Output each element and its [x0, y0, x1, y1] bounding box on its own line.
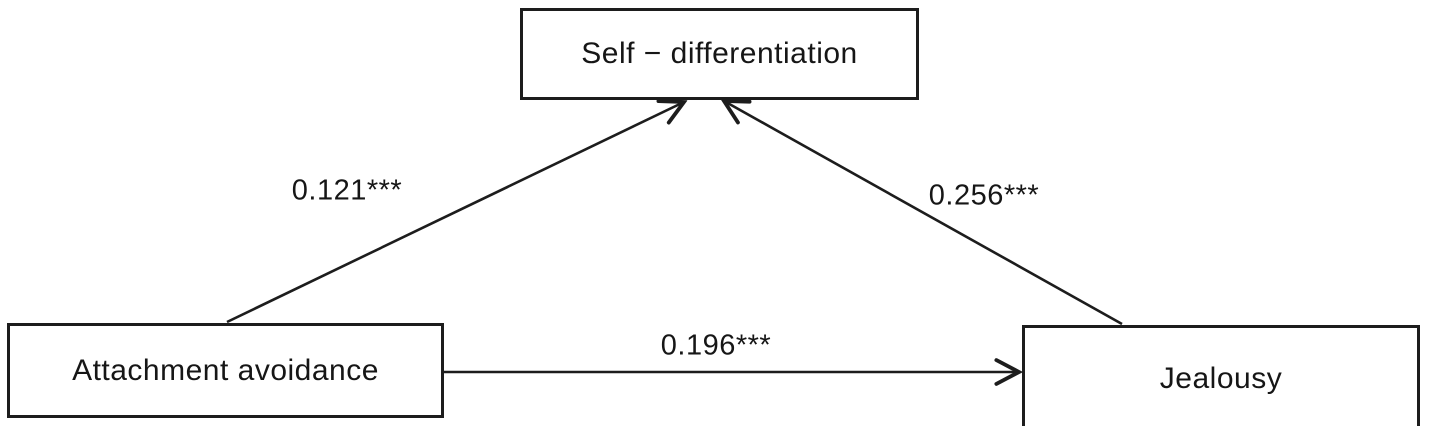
node-jealousy: Jealousy [1022, 325, 1420, 426]
edge-coefficient-attachment-to-self: 0.121*** [291, 174, 403, 207]
node-self-differentiation: Self − differentiation [520, 8, 919, 100]
node-jealousy-label: Jealousy [1159, 361, 1283, 395]
arrow-attachment-to-self [226, 102, 684, 324]
node-self-differentiation-label: Self − differentiation [581, 37, 858, 70]
node-attachment-avoidance-label: Attachment avoidance [72, 353, 379, 387]
edge-coefficient-attachment-to-jealousy: 0.196*** [660, 329, 772, 362]
node-attachment-avoidance: Attachment avoidance [7, 323, 444, 418]
edge-coefficient-jealousy-to-self: 0.256*** [928, 179, 1040, 212]
arrow-jealousy-to-self [724, 101, 1123, 326]
